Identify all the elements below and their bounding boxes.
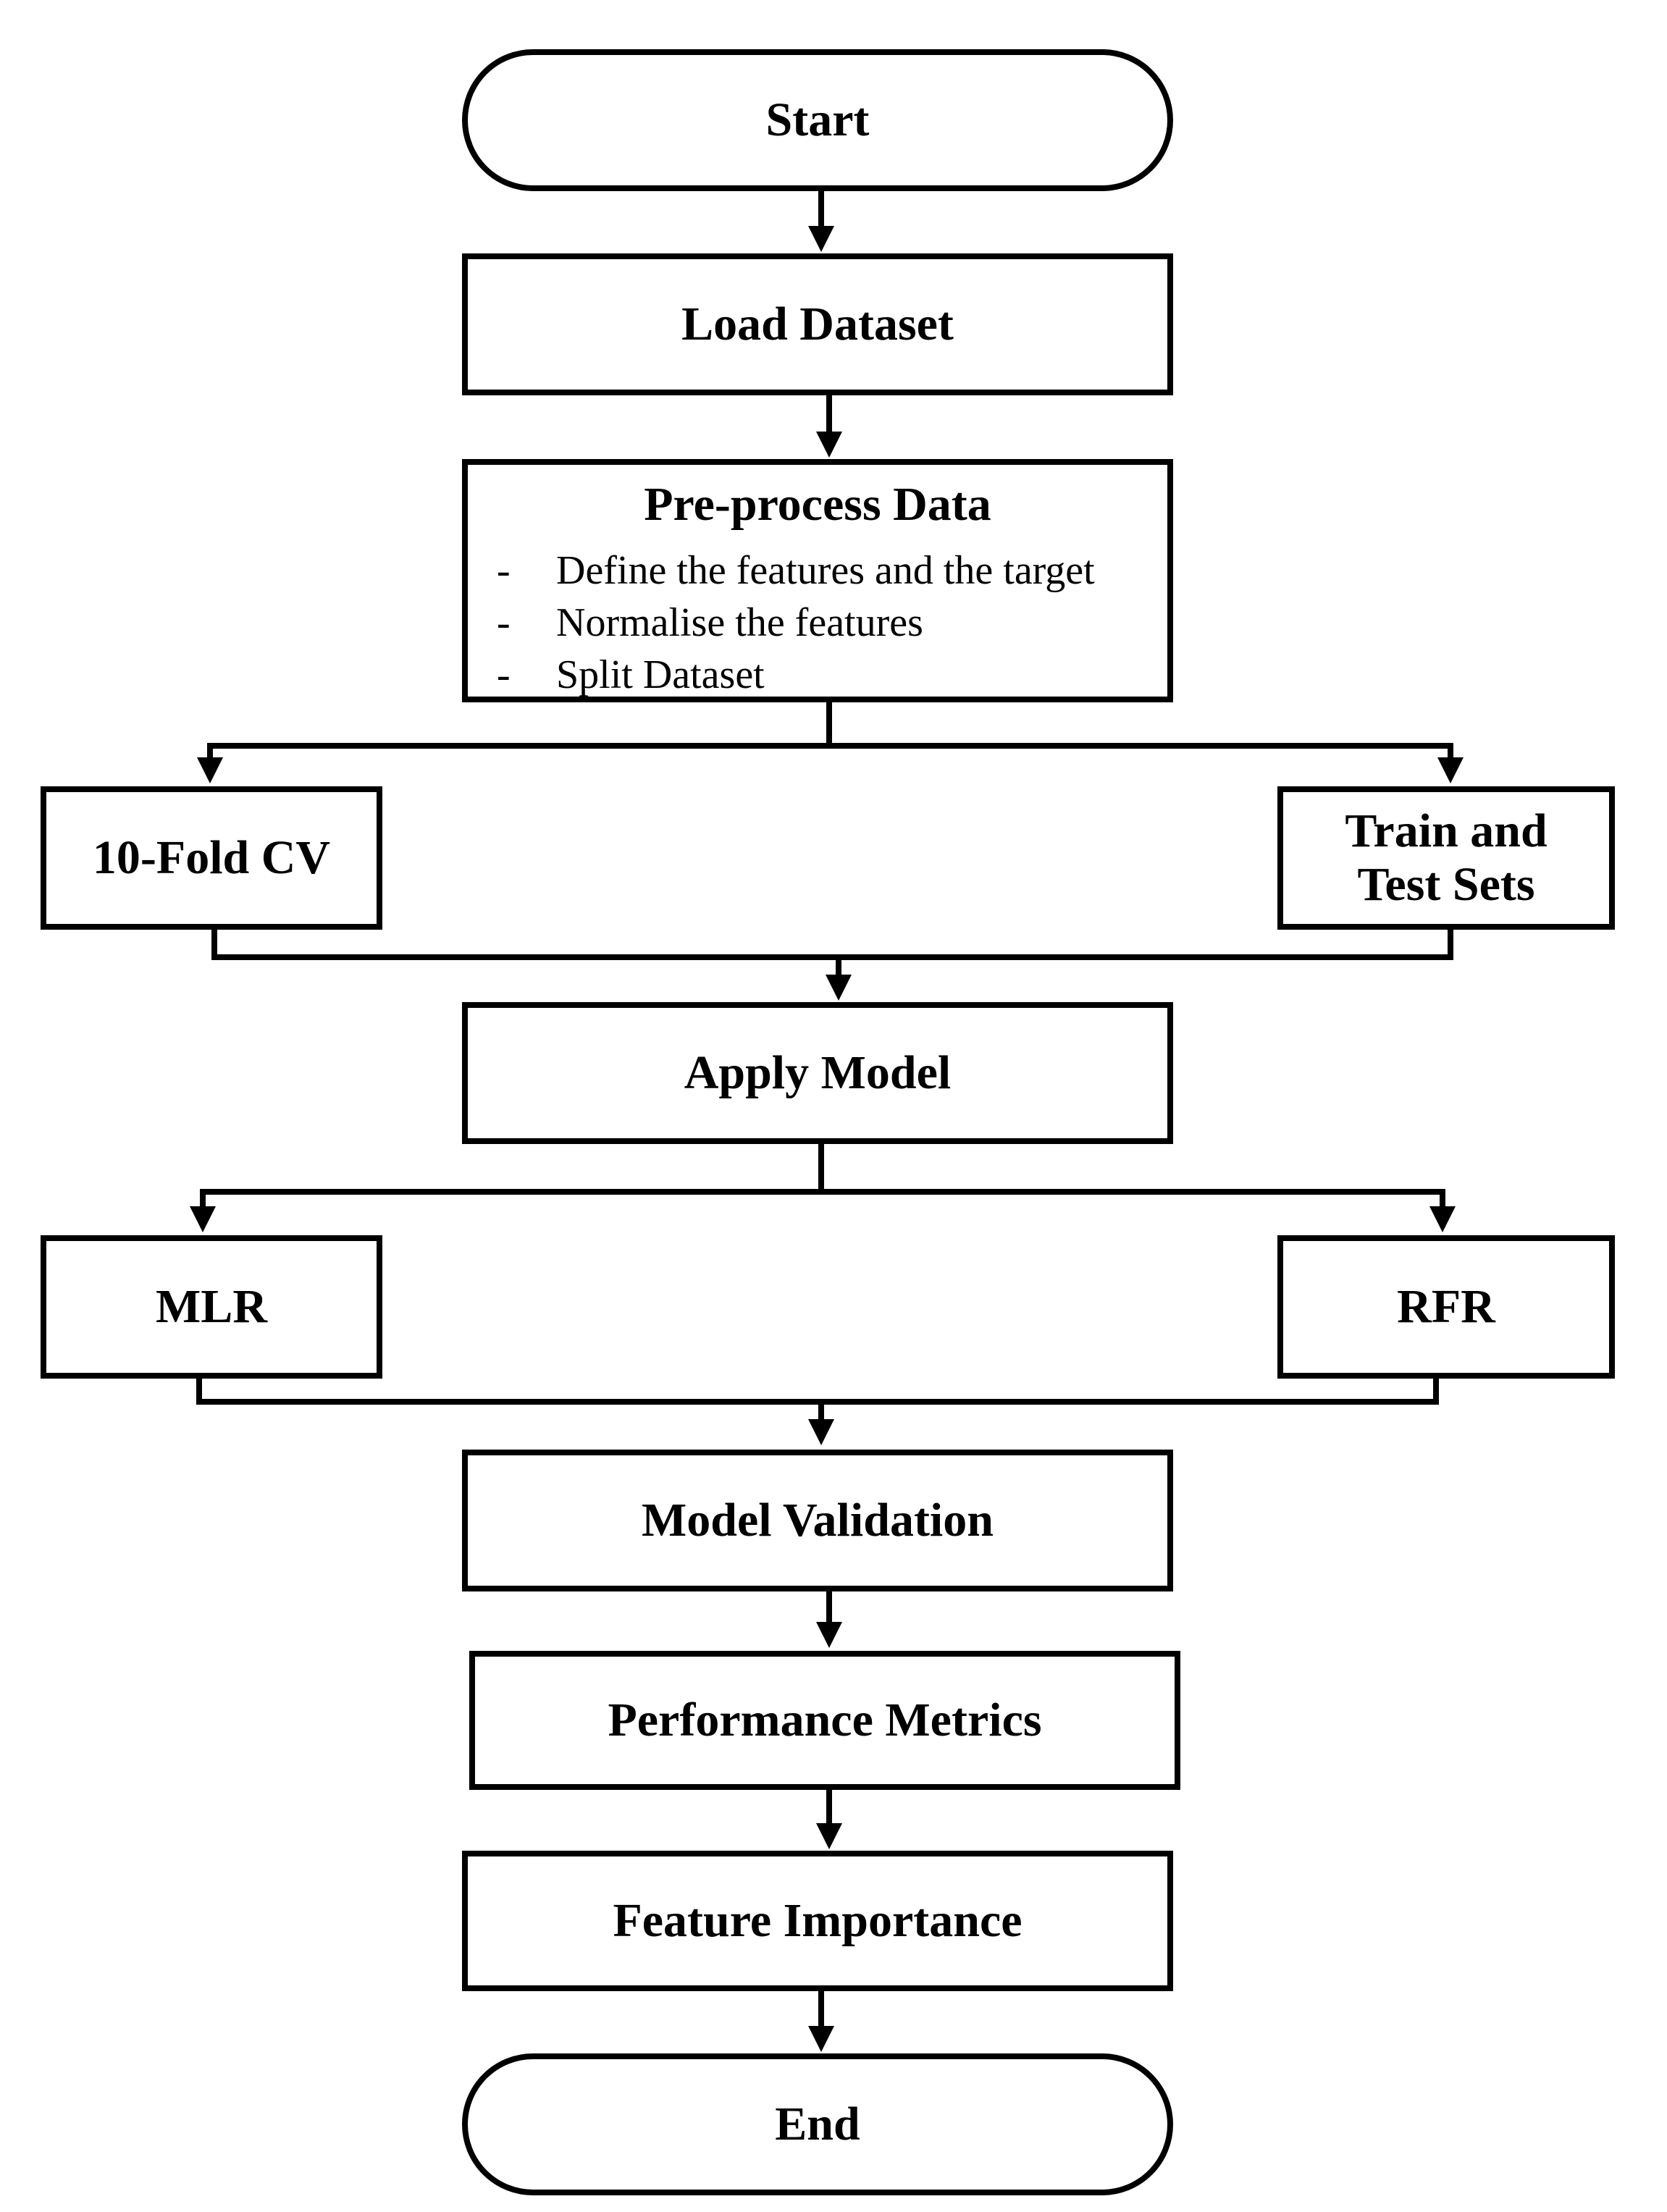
connector-preprocess-split-right [826, 743, 1453, 760]
mlr-box: MLR [41, 1235, 382, 1379]
feature-importance-box: Feature Importance [462, 1851, 1173, 1991]
preprocess-step: - Define the features and the target [468, 544, 1167, 597]
preprocess-box: Pre-process Data - Define the features a… [462, 459, 1173, 702]
arrowhead [816, 1622, 842, 1648]
end-label: End [775, 2098, 860, 2151]
preprocess-title: Pre-process Data [644, 478, 991, 531]
feature-importance-label: Feature Importance [613, 1894, 1023, 1948]
connector-sets-merge [211, 927, 1453, 960]
rfr-box: RFR [1277, 1235, 1615, 1379]
arrowhead [808, 2026, 834, 2052]
arrowhead [1429, 1206, 1456, 1232]
arrowhead [826, 975, 852, 1001]
train-test-label-line1: Train and [1345, 804, 1548, 858]
performance-metrics-label: Performance Metrics [608, 1694, 1042, 1747]
preprocess-step-label: Define the features and the target [556, 548, 1095, 593]
model-validation-label: Model Validation [642, 1494, 994, 1547]
apply-model-box: Apply Model [462, 1002, 1173, 1144]
arrowhead [808, 1419, 834, 1445]
bullet-dash: - [497, 548, 511, 593]
model-validation-box: Model Validation [462, 1450, 1173, 1591]
bullet-dash: - [497, 652, 511, 697]
load-dataset-box: Load Dataset [462, 253, 1173, 395]
preprocess-step: - Split Dataset [468, 649, 1167, 701]
connector-apply-split [200, 1141, 824, 1209]
load-dataset-label: Load Dataset [681, 298, 954, 351]
arrowhead [816, 1823, 842, 1849]
preprocess-step: - Normalise the features [468, 597, 1167, 649]
arrowhead [816, 432, 842, 458]
rfr-label: RFR [1397, 1280, 1495, 1334]
arrowhead [197, 757, 223, 783]
cross-validation-box: 10-Fold CV [41, 786, 382, 930]
preprocess-step-label: Split Dataset [556, 652, 765, 697]
connector-preprocess-split [207, 699, 832, 760]
preprocess-step-list: - Define the features and the target - N… [468, 544, 1167, 701]
apply-model-label: Apply Model [684, 1046, 952, 1100]
performance-metrics-box: Performance Metrics [469, 1651, 1180, 1790]
cross-validation-label: 10-Fold CV [92, 831, 331, 885]
train-test-label-line2: Test Sets [1357, 858, 1535, 911]
train-test-box: Train and Test Sets [1277, 786, 1615, 930]
connector-apply-split-right [818, 1189, 1445, 1209]
end-terminal: End [462, 2053, 1173, 2195]
start-label: Start [765, 93, 870, 147]
preprocess-step-label: Normalise the features [556, 600, 923, 645]
arrowhead [1437, 757, 1464, 783]
arrowhead [808, 226, 834, 252]
mlr-label: MLR [156, 1280, 267, 1334]
connector-models-merge [196, 1376, 1439, 1405]
arrowhead [190, 1206, 216, 1232]
bullet-dash: - [497, 600, 511, 645]
start-terminal: Start [462, 49, 1173, 191]
